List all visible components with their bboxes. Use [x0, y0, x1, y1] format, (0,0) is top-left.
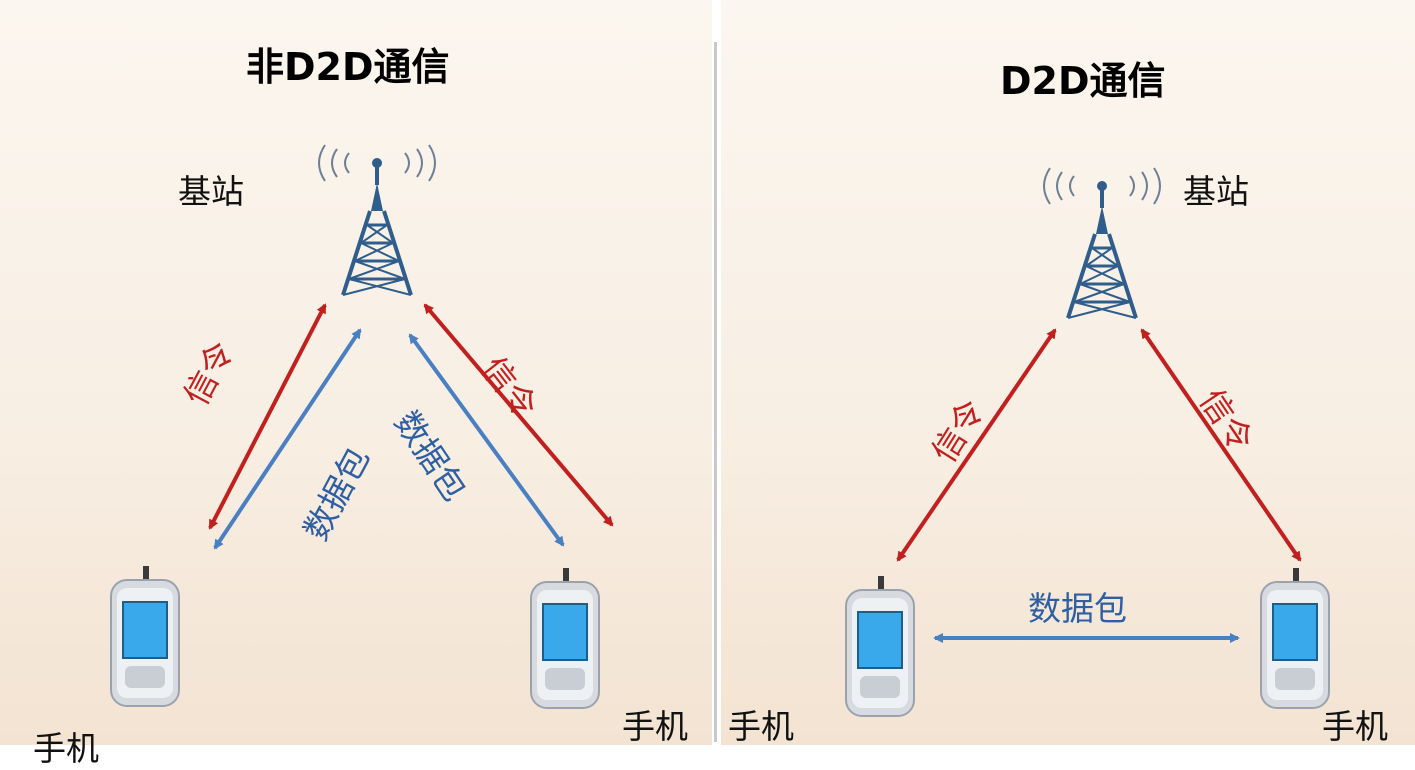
phone-label: 手机	[728, 707, 794, 746]
data-arrow	[408, 333, 565, 547]
right-panel-title: D2D通信	[1000, 59, 1166, 103]
phone-label: 手机	[33, 729, 99, 768]
panel-divider	[714, 42, 717, 742]
base-station-label: 基站	[1183, 172, 1249, 211]
tower-icon	[1042, 166, 1162, 320]
phone-label: 手机	[622, 707, 688, 746]
left-panel-title: 非D2D通信	[246, 45, 450, 89]
data-arrow	[213, 328, 362, 550]
data-packet-label: 数据包	[1028, 589, 1127, 628]
phone-icon	[530, 567, 600, 709]
phone-label: 手机	[1322, 707, 1388, 746]
signal-arrow	[896, 328, 1057, 562]
signal-arrow	[1140, 328, 1302, 562]
phone-icon	[845, 575, 915, 717]
phone-icon	[110, 565, 180, 707]
phone-icon	[1260, 567, 1330, 709]
tower-icon	[317, 143, 437, 297]
base-station-label: 基站	[178, 172, 244, 211]
